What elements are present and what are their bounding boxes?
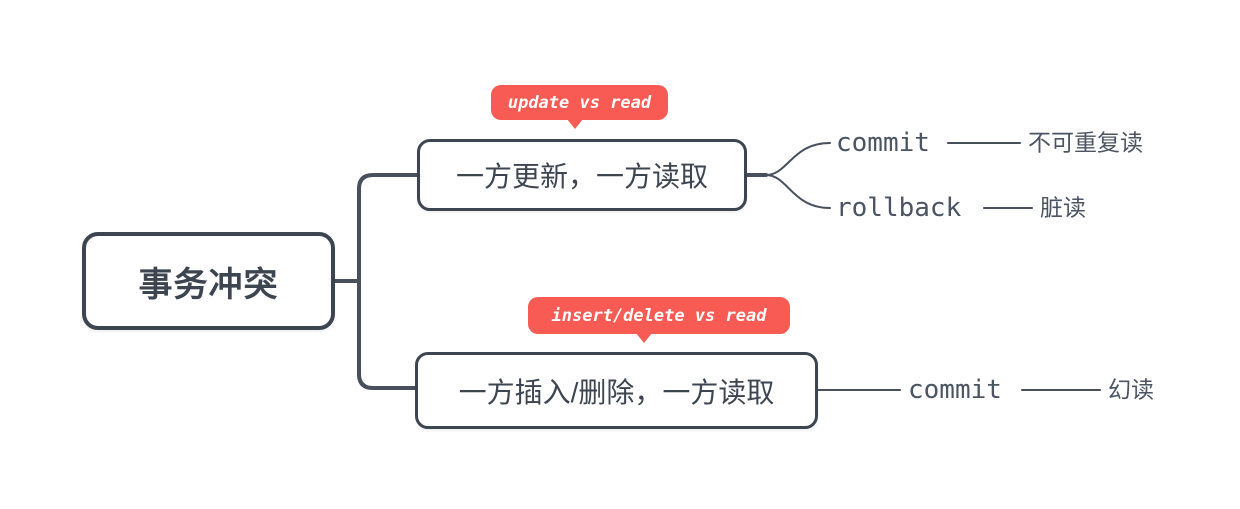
child-node-commit-1[interactable]: commit <box>836 128 930 158</box>
leaf-node-dirty-read[interactable]: 脏读 <box>1040 194 1086 221</box>
branch-node-label: 一方插入/删除，一方读取 <box>458 376 775 408</box>
leaf-node-phantom-read[interactable]: 幻读 <box>1108 376 1154 403</box>
root-node-transaction-conflict[interactable]: 事务冲突 <box>82 232 335 330</box>
connector-branch1-to-commit <box>765 142 831 176</box>
callout-insert-delete-vs-read[interactable]: insert/delete vs read <box>528 297 790 343</box>
connector-branch1-to-rollback <box>765 174 831 209</box>
root-node-label: 事务冲突 <box>138 265 279 304</box>
callout-label: insert/delete vs read <box>551 305 767 326</box>
callout-label: update vs read <box>507 92 652 113</box>
branch-node-insert-delete-read[interactable]: 一方插入/删除，一方读取 <box>415 352 818 429</box>
leaf-node-non-repeatable-read[interactable]: 不可重复读 <box>1028 129 1143 156</box>
branch-node-update-read[interactable]: 一方更新，一方读取 <box>417 139 747 211</box>
child-node-commit-2[interactable]: commit <box>908 375 1002 405</box>
callout-update-vs-read[interactable]: update vs read <box>491 85 668 129</box>
child-node-rollback[interactable]: rollback <box>836 193 962 223</box>
branch-node-label: 一方更新，一方读取 <box>455 161 708 192</box>
connector-trunk <box>357 173 419 390</box>
